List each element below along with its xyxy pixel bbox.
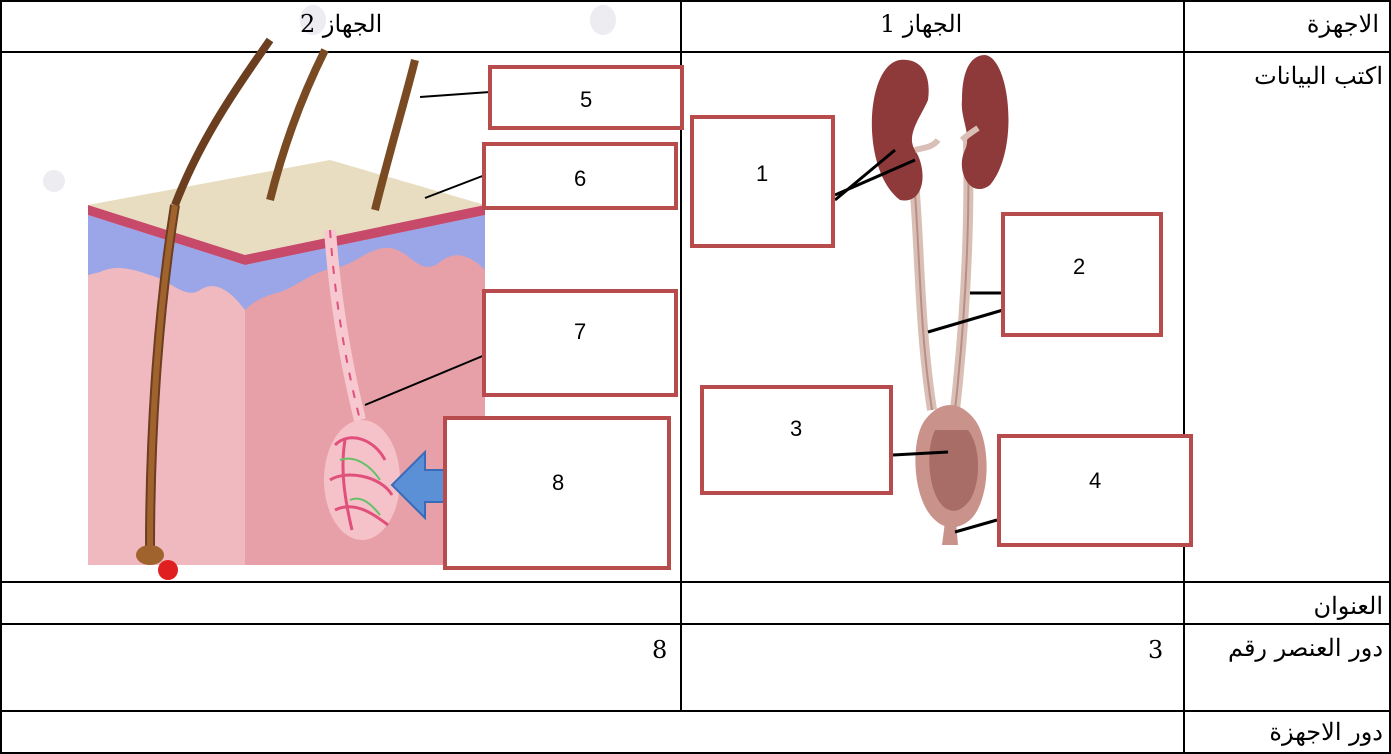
- table-border: [0, 0, 2, 754]
- header-system-1: الجهاز 1: [880, 10, 962, 38]
- label-box-3[interactable]: 3: [700, 385, 893, 495]
- label-number-3: 3: [790, 416, 802, 442]
- row-label-systems-role: دور الاجهزة: [1269, 718, 1383, 746]
- label-number-2: 2: [1073, 254, 1085, 280]
- header-system-2: الجهاز 2: [300, 10, 382, 38]
- header-devices-label: الاجهزة: [1307, 10, 1379, 38]
- label-box-7[interactable]: 7: [482, 289, 678, 397]
- row-label-title: العنوان: [1314, 592, 1384, 620]
- label-number-5: 5: [580, 87, 592, 113]
- element-number-3: 3: [1148, 636, 1163, 664]
- label-number-8: 8: [552, 470, 564, 496]
- label-number-6: 6: [574, 166, 586, 192]
- element-number-8: 8: [652, 636, 667, 664]
- table-border: [1183, 0, 1185, 754]
- label-box-4[interactable]: 4: [997, 434, 1193, 547]
- row-label-element-role: دور العنصر رقم: [1213, 630, 1383, 667]
- label-box-8[interactable]: 8: [443, 416, 671, 570]
- label-box-5[interactable]: 5: [488, 65, 684, 130]
- label-box-2[interactable]: 2: [1001, 212, 1163, 337]
- label-box-1[interactable]: 1: [690, 115, 835, 248]
- label-box-6[interactable]: 6: [482, 142, 678, 210]
- label-number-4: 4: [1089, 468, 1101, 494]
- label-number-7: 7: [574, 319, 586, 345]
- label-number-1: 1: [756, 161, 768, 187]
- row-label-write-data: اكتب البيانات: [1254, 62, 1383, 90]
